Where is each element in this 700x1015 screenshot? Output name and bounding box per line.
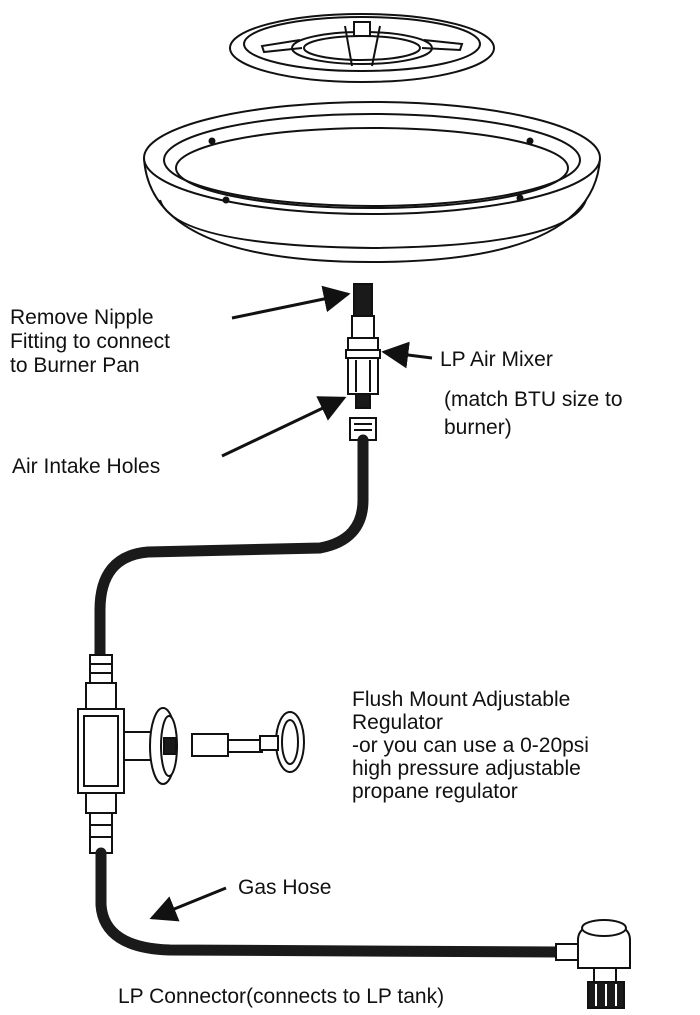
arrow-intake (221, 396, 347, 458)
arrow-nipple (231, 285, 351, 320)
arrow-hose (149, 886, 227, 922)
label-lp-connector: LP Connector(connects to LP tank) (118, 985, 445, 1008)
label-lp-air-mixer: LP Air Mixer (440, 348, 553, 371)
gas-hose-lower (95, 847, 566, 958)
lp-connector (555, 919, 631, 1009)
label-flush-mount-regulator: Flush Mount Adjustable Regulator -or you… (352, 688, 589, 803)
tee-fitting (77, 654, 153, 854)
lp-air-mixer (345, 283, 381, 441)
label-remove-nipple: Remove Nipple Fitting to connect to Burn… (10, 306, 170, 377)
label-lp-air-mixer-note: (match BTU size to burner) (444, 388, 623, 439)
label-gas-hose: Gas Hose (238, 876, 332, 899)
arrow-mixer (381, 341, 433, 369)
callout-arrows (149, 285, 433, 922)
burner-ring (229, 13, 495, 83)
flush-mount-regulator (149, 707, 305, 785)
label-air-intake-holes: Air Intake Holes (12, 455, 161, 478)
gas-hose-upper (94, 434, 369, 661)
burner-pan (143, 101, 601, 264)
